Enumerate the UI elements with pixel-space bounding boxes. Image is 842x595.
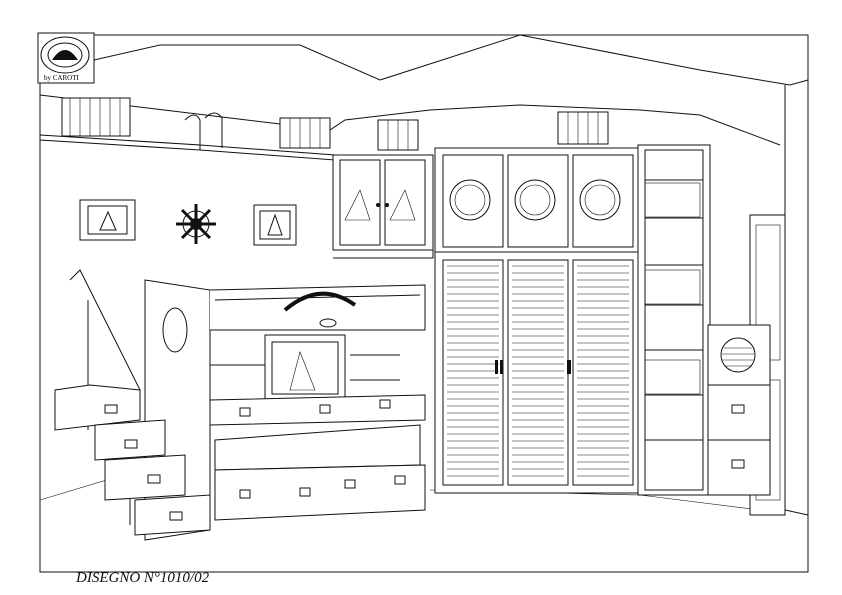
drawing-frame <box>39 34 809 573</box>
drawing-caption: DISEGNO N°1010/02 <box>76 570 210 586</box>
glass-wall-cabinet <box>332 154 434 259</box>
logo-text: by CAROTI <box>44 74 79 82</box>
staircase <box>54 269 211 536</box>
wall-decor <box>79 199 297 246</box>
corner-bookcase <box>637 144 711 496</box>
caroti-logo: by CAROTI <box>37 32 95 84</box>
wardrobe <box>434 147 639 494</box>
bunk-bed <box>144 279 426 541</box>
wall-shelves <box>39 97 609 161</box>
door-and-cabinet <box>707 214 786 516</box>
